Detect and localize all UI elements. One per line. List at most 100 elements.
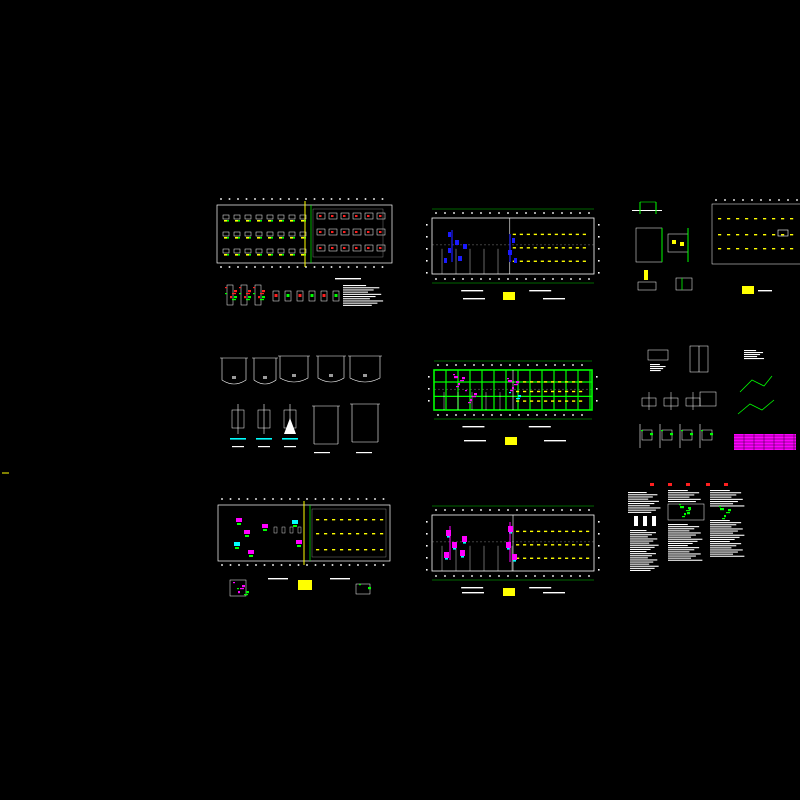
cad-rect	[534, 575, 536, 577]
cad-rect	[296, 198, 299, 200]
cad-rect	[274, 294, 278, 297]
cad-rect	[561, 260, 565, 262]
cad-rect	[689, 509, 691, 511]
cad-rect	[724, 483, 728, 486]
cad-rect	[374, 498, 376, 500]
cad-rect	[790, 234, 794, 236]
cad-rect	[227, 237, 229, 239]
cad-rect	[367, 215, 370, 217]
cad-rect	[537, 557, 541, 559]
cad-rect	[260, 254, 262, 256]
cad-rect	[710, 551, 738, 553]
cad-rect	[297, 526, 302, 534]
cad-rect	[312, 208, 384, 258]
cad-rect	[530, 390, 534, 393]
cad-rect	[525, 509, 527, 511]
cad-rect	[365, 498, 368, 500]
cad-rect	[262, 266, 265, 268]
cad-rect	[710, 555, 745, 557]
cad-rect	[744, 358, 765, 360]
cad-rect	[237, 523, 241, 525]
cad-rect	[710, 496, 732, 498]
cad-rect	[268, 254, 271, 256]
cad-rect	[668, 540, 698, 542]
cad-rect	[331, 247, 334, 249]
cad-rect	[224, 220, 227, 222]
cad-rect	[628, 494, 658, 496]
cad-rect	[238, 564, 240, 566]
cad-rect	[525, 575, 527, 577]
cad-rect	[437, 364, 439, 366]
cad-rect	[316, 549, 320, 551]
cad-rect	[453, 548, 456, 550]
cad-rect	[238, 591, 240, 594]
cad-rect	[340, 244, 350, 252]
cad-rect	[643, 516, 647, 526]
cad-rect	[463, 298, 485, 300]
cad-rect	[289, 564, 291, 566]
cad-rect	[701, 430, 703, 432]
cad-rect	[630, 546, 655, 548]
cad-rect	[507, 378, 509, 380]
cad-rect	[728, 509, 731, 512]
cad-rect	[572, 530, 576, 533]
cad-rect	[249, 254, 251, 256]
cad-rect	[255, 231, 263, 237]
cad-rect	[238, 237, 240, 239]
cad-rect	[480, 509, 482, 511]
cad-rect	[536, 414, 538, 416]
cad-rect	[507, 575, 509, 577]
cad-rect	[435, 575, 437, 577]
cad-rect	[579, 530, 583, 533]
cad-rect	[598, 557, 600, 559]
cad-rect	[248, 290, 251, 293]
cad-rect	[563, 364, 565, 366]
tank-outline	[253, 358, 277, 385]
cad-rect	[262, 524, 268, 528]
cad-rect	[480, 278, 482, 280]
cad-rect	[293, 525, 297, 527]
cad-rect	[255, 248, 263, 254]
cad-rect	[363, 374, 367, 377]
cad-rect	[329, 374, 333, 377]
cad-rect	[431, 217, 595, 275]
cad-rect	[679, 504, 681, 506]
cad-rect	[448, 248, 451, 253]
cad-rect	[630, 557, 648, 559]
cad-rect	[352, 228, 362, 236]
cad-rect	[568, 260, 572, 262]
cad-rect	[558, 530, 562, 533]
cad-rect	[523, 390, 527, 393]
cad-rect	[465, 390, 467, 392]
cad-rect	[320, 290, 328, 302]
cad-rect	[523, 557, 527, 559]
cad-rect	[630, 565, 659, 567]
cad-rect	[790, 218, 794, 220]
cad-rect	[340, 549, 344, 551]
cad-rect	[356, 266, 358, 268]
cad-rect	[332, 519, 336, 521]
cad-rect	[710, 494, 737, 496]
cad-rect	[249, 220, 251, 222]
cad-rect	[246, 498, 249, 500]
cad-rect	[554, 247, 558, 249]
cad-rect	[455, 364, 457, 366]
cad-rect	[364, 212, 374, 220]
cad-rect	[736, 234, 740, 236]
sheet-1-3	[632, 199, 800, 294]
cad-rect	[572, 390, 576, 393]
cad-rect	[245, 535, 249, 537]
cad-rect	[244, 214, 252, 220]
cad-rect	[561, 575, 563, 577]
cad-rect	[340, 519, 344, 521]
cad-rect	[382, 564, 385, 566]
riser-line	[737, 399, 775, 415]
cad-rect	[745, 218, 749, 220]
cad-rect	[472, 396, 476, 398]
cad-rect	[376, 244, 386, 252]
cad-rect	[352, 244, 362, 252]
cad-rect	[268, 237, 271, 239]
cad-rect	[296, 540, 302, 544]
cad-rect	[572, 400, 576, 402]
cad-rect	[299, 231, 307, 237]
